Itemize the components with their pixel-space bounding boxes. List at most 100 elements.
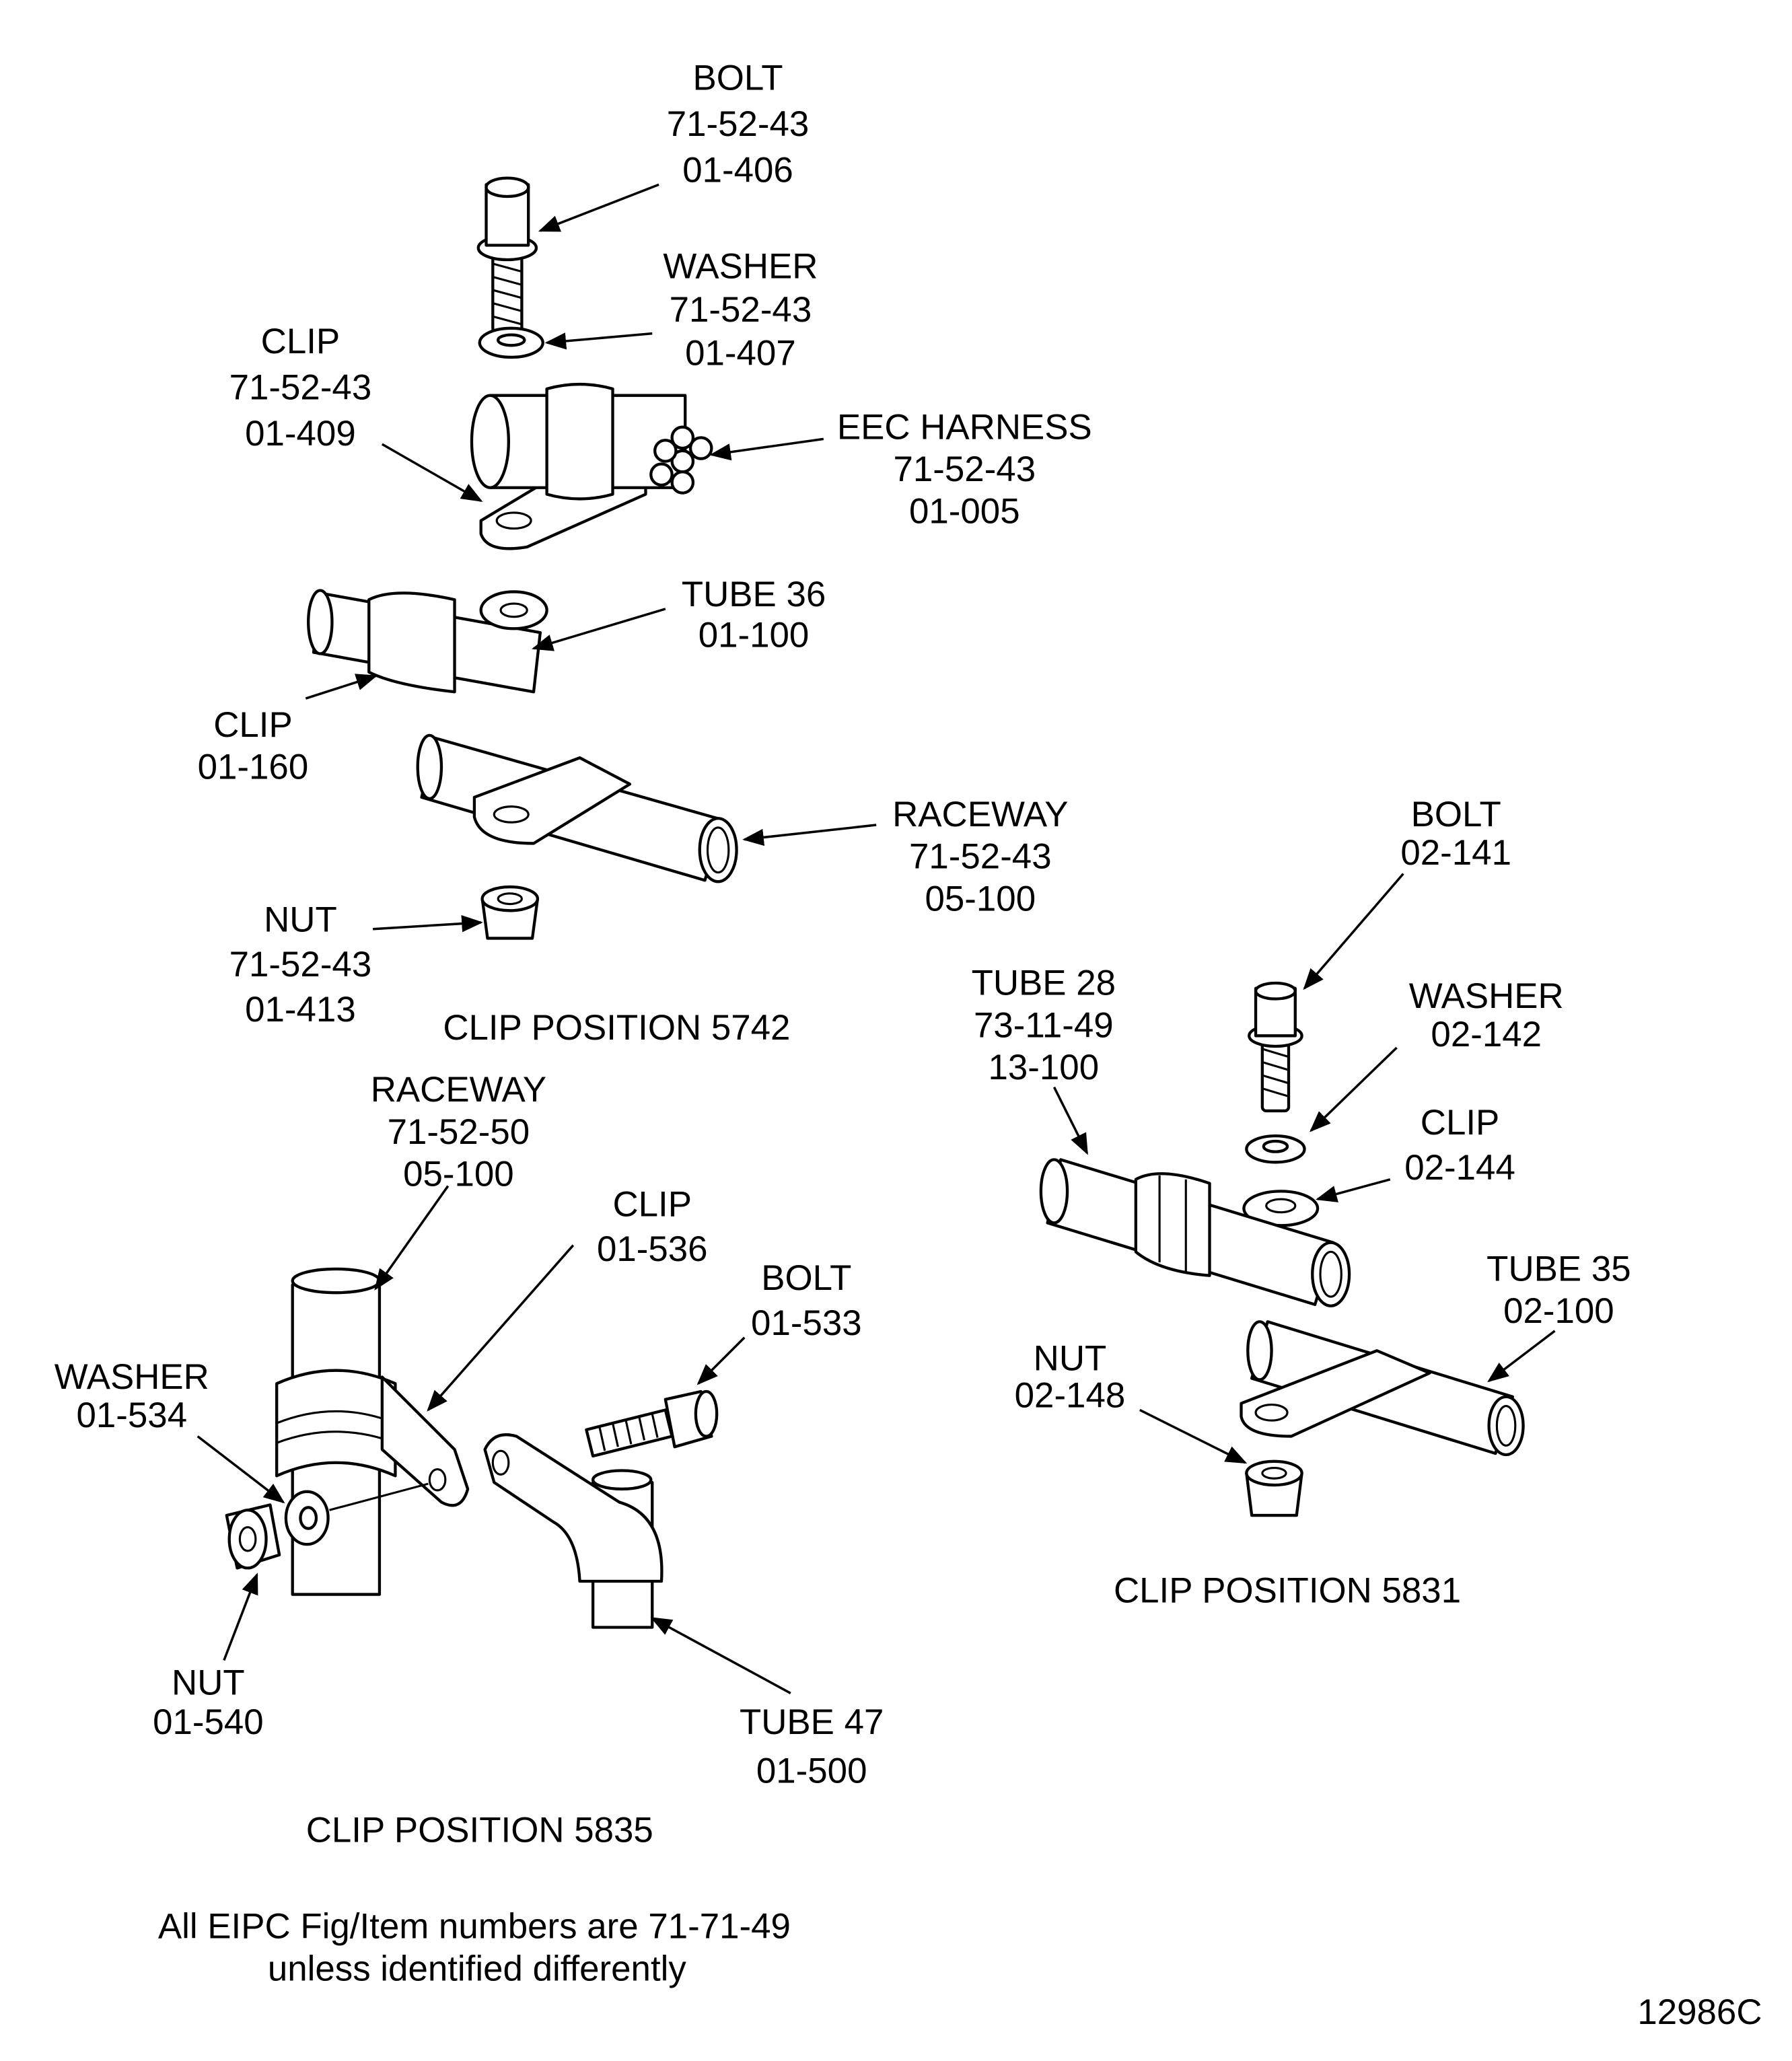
callout-line: TUBE 35	[1486, 1250, 1630, 1289]
raceway-71-52-50-drawing	[275, 1267, 397, 1596]
bolt-01-533-drawing	[585, 1389, 719, 1458]
callout-line: 71-52-50	[388, 1112, 530, 1152]
callout-line: NUT	[172, 1663, 245, 1702]
callout-line: CLIP	[213, 705, 293, 745]
callout-line: CLIP	[1421, 1103, 1500, 1143]
tube-47-clip-drawing	[483, 1433, 664, 1629]
clip-01-536-drawing	[380, 1375, 470, 1507]
leader-arrow-eec-harness-01-005	[709, 437, 824, 461]
callout-line: 02-148	[1015, 1376, 1126, 1416]
callout-line: 01-413	[245, 990, 356, 1029]
clip-harness-drawing	[470, 382, 713, 550]
callout-line: 02-141	[1400, 833, 1511, 873]
caption-clip-position-5835: CLIP POSITION 5835	[306, 1811, 653, 1850]
callout-line: 01-406	[682, 150, 793, 190]
leader-arrow-nut-02-148	[1139, 1408, 1248, 1464]
bolt-01-406-drawing	[476, 176, 538, 334]
leader-arrow-clip-01-160	[305, 674, 378, 700]
callout-line: 05-100	[403, 1155, 514, 1194]
callout-line: 02-144	[1404, 1148, 1515, 1188]
leader-arrows	[196, 183, 1556, 1694]
nut-01-413-drawing	[480, 885, 540, 940]
callout-line: 13-100	[989, 1048, 1100, 1087]
callout-line: BOLT	[1411, 795, 1501, 834]
callout-line: 01-540	[153, 1702, 264, 1742]
leader-arrow-tube-35-02-100	[1487, 1330, 1556, 1383]
leader-arrow-nut-01-413	[373, 915, 483, 933]
callout-line: BOLT	[692, 58, 783, 98]
callout-line: WASHER	[55, 1357, 209, 1397]
callout-line: 02-142	[1431, 1015, 1542, 1054]
callout-clip-01-409: CLIP 71-52-43 01-409	[229, 322, 372, 454]
callout-line: 73-11-49	[974, 1005, 1114, 1045]
leader-arrow-tube-28-13-100	[1052, 1086, 1088, 1155]
bolt-02-141-drawing	[1248, 981, 1303, 1113]
callout-line: EEC HARNESS	[837, 407, 1092, 447]
leader-arrow-washer-02-142	[1310, 1046, 1398, 1132]
leader-arrow-tube-36-01-100	[531, 608, 666, 651]
callout-line: 01-160	[198, 748, 309, 787]
callout-line: NUT	[1034, 1339, 1107, 1379]
leader-arrow-nut-01-540	[223, 1572, 258, 1661]
callout-line: 02-100	[1503, 1291, 1614, 1331]
leader-arrow-raceway-05-100-a	[742, 824, 877, 846]
nut-01-540-drawing	[225, 1503, 281, 1570]
callout-line: CLIP	[612, 1185, 692, 1225]
callout-clip-02-144: CLIP 02-144	[1404, 1103, 1515, 1188]
callout-line: 01-536	[597, 1229, 708, 1269]
tube-36-clip-drawing	[307, 589, 548, 694]
callout-line: WASHER	[663, 246, 818, 286]
leader-arrow-washer-01-534	[196, 1435, 285, 1504]
callout-line: 71-52-43	[894, 449, 1036, 489]
note-line-1: All EIPC Fig/Item numbers are 71-71-49	[158, 1907, 791, 1947]
leader-arrow-bolt-01-533	[696, 1336, 746, 1385]
callout-line: 05-100	[925, 879, 1036, 918]
washer-01-407-drawing	[478, 326, 544, 359]
callout-line: TUBE 36	[682, 575, 826, 614]
callout-line: 71-52-43	[670, 290, 812, 330]
leader-arrow-clip-01-409	[381, 443, 483, 502]
leader-arrow-washer-01-407	[544, 332, 653, 350]
callout-line: BOLT	[761, 1258, 851, 1298]
leader-arrow-clip-02-144	[1316, 1178, 1391, 1202]
callout-line: 71-52-43	[229, 368, 372, 408]
callout-line: 71-52-43	[667, 104, 810, 144]
callout-line: 01-534	[77, 1396, 188, 1435]
callout-line: WASHER	[1409, 976, 1564, 1016]
tube-35-raceway-drawing	[1240, 1320, 1525, 1457]
tube-28-clip-drawing	[1039, 1158, 1351, 1307]
nut-02-148-drawing	[1245, 1459, 1303, 1517]
callout-line: 01-409	[245, 414, 356, 454]
leader-arrow-tube-47-01-500	[650, 1617, 791, 1694]
callout-line: CLIP	[261, 322, 341, 361]
leader-arrow-bolt-02-141	[1303, 873, 1404, 990]
callout-bolt-01-533: BOLT 01-533	[751, 1258, 862, 1343]
callout-line: 71-52-43	[909, 837, 1052, 877]
callout-line: 01-533	[751, 1303, 862, 1343]
figure-number: 12986C	[1637, 1992, 1762, 2032]
callout-line: 01-100	[698, 616, 810, 655]
callout-line: RACEWAY	[371, 1070, 546, 1110]
caption-clip-position-5742: CLIP POSITION 5742	[443, 1008, 790, 1048]
callout-line: NUT	[264, 900, 337, 940]
callout-line: RACEWAY	[892, 795, 1068, 834]
callout-line: 01-005	[909, 492, 1020, 532]
callout-line: TUBE 47	[740, 1702, 884, 1742]
caption-clip-position-5831: CLIP POSITION 5831	[1114, 1570, 1461, 1610]
note-line-2: unless identified differently	[268, 1949, 687, 1988]
